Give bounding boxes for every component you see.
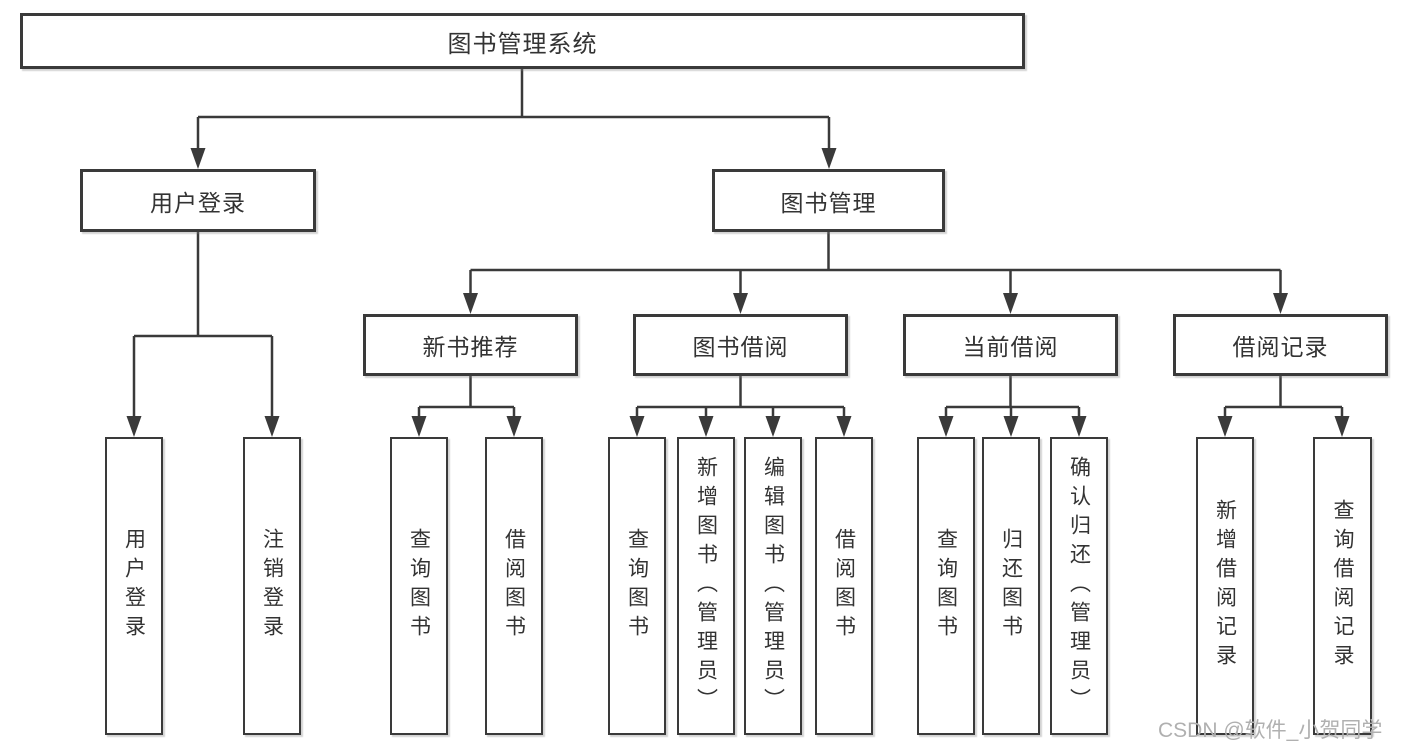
leaf-records-add-record: 新增借阅记录 [1196,437,1254,735]
leaf-user-login: 用户登录 [105,437,163,735]
leaf-current-confirm-return-admin: 确认归还（管理员） [1050,437,1108,735]
leaf-current-return-books: 归还图书 [982,437,1040,735]
leaf-label: 编辑图书（管理员） [761,455,785,717]
node-user-login: 用户登录 [80,169,316,232]
node-book-borrowing: 图书借阅 [633,314,848,376]
csdn-watermark: CSDN @软件_小贺同学 [1158,719,1383,742]
leaf-label: 归还图书 [999,528,1023,644]
node-label: 当前借阅 [962,334,1059,360]
leaf-label: 查询借阅记录 [1331,499,1354,673]
node-borrowing-records: 借阅记录 [1173,314,1388,376]
leaf-label: 借阅图书 [502,528,526,644]
node-label: 图书管理 [780,189,877,216]
leaf-label: 查询图书 [625,528,649,644]
node-label: 借阅记录 [1232,334,1329,360]
leaf-records-query-record: 查询借阅记录 [1313,437,1372,735]
node-label: 新书推荐 [422,334,519,360]
leaf-label: 查询图书 [407,528,431,644]
node-label: 图书管理系统 [447,30,598,58]
leaf-borrowing-query-books: 查询图书 [608,437,666,735]
leaf-label: 查询图书 [934,528,958,644]
leaf-label: 用户登录 [122,528,146,644]
leaf-recommend-borrow-books: 借阅图书 [485,437,543,735]
leaf-recommend-query-books: 查询图书 [390,437,448,735]
leaf-logout: 注销登录 [243,437,301,735]
leaf-label: 注销登录 [260,528,284,644]
leaf-borrowing-borrow-books: 借阅图书 [815,437,873,735]
node-label: 图书借阅 [692,334,789,360]
node-new-book-recommend: 新书推荐 [363,314,578,376]
leaf-label: 确认归还（管理员） [1067,455,1091,717]
leaf-label: 新增图书（管理员） [694,455,718,717]
leaf-label: 新增借阅记录 [1213,499,1237,673]
node-book-management: 图书管理 [712,169,945,232]
node-library-management-system: 图书管理系统 [20,13,1025,69]
leaf-borrowing-edit-books-admin: 编辑图书（管理员） [744,437,802,735]
node-label: 用户登录 [150,189,246,216]
node-current-borrowing: 当前借阅 [903,314,1118,376]
leaf-label: 借阅图书 [832,528,856,644]
leaf-borrowing-add-books-admin: 新增图书（管理员） [677,437,735,735]
leaf-current-query-books: 查询图书 [917,437,975,735]
